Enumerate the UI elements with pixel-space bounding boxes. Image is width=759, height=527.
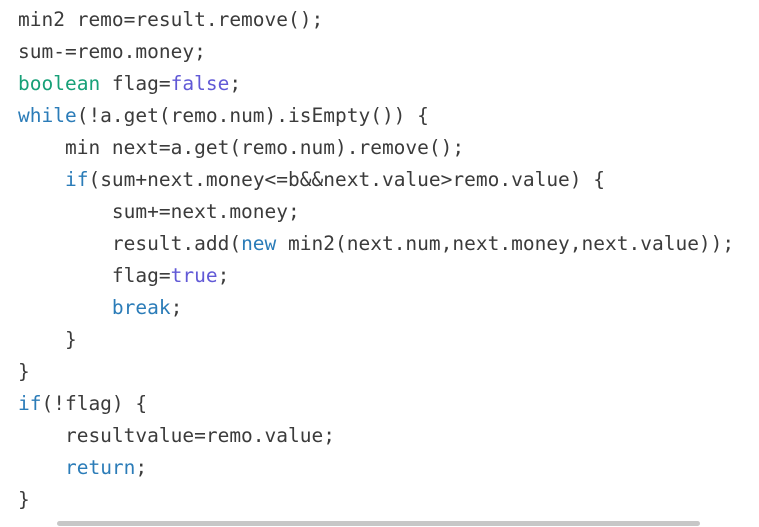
code-line: if(sum+next.money<=b&&next.value>remo.va… <box>18 164 759 196</box>
horizontal-scrollbar-thumb[interactable] <box>57 521 700 526</box>
code-token-keyword: return <box>64 456 136 479</box>
code-token-plain: } <box>18 360 30 383</box>
code-token-plain: ; <box>229 72 242 95</box>
code-token-type: boolean <box>18 72 101 95</box>
code-line: return; <box>18 452 759 484</box>
code-token-plain: resultvalue=remo.value; <box>18 424 335 447</box>
code-token-plain: (!a.get(remo.num).isEmpty()) { <box>76 104 429 127</box>
code-line: } <box>18 356 759 388</box>
code-token-plain: } <box>18 328 77 351</box>
code-token-plain: sum-=remo.money; <box>18 40 206 63</box>
code-token-keyword: break <box>111 296 171 319</box>
code-line: boolean flag=false; <box>18 68 759 100</box>
code-token-plain <box>18 168 65 191</box>
code-token-plain: min2(next.num,next.money,next.value)); <box>276 232 735 255</box>
code-token-literal: true <box>170 264 218 287</box>
code-token-keyword: while <box>18 104 77 127</box>
code-token-plain: sum+=next.money; <box>18 200 300 223</box>
code-token-plain <box>18 296 112 319</box>
code-line: result.add(new min2(next.num,next.money,… <box>18 228 759 260</box>
code-token-plain: ; <box>170 296 183 319</box>
code-line: while(!a.get(remo.num).isEmpty()) { <box>18 100 759 132</box>
code-line: break; <box>18 292 759 324</box>
code-line: resultvalue=remo.value; <box>18 420 759 452</box>
code-line: sum+=next.money; <box>18 196 759 228</box>
code-token-literal: false <box>170 72 230 95</box>
code-line: sum-=remo.money; <box>18 36 759 68</box>
code-token-plain: (!flag) { <box>41 392 148 415</box>
code-token-plain: min next=a.get(remo.num).remove(); <box>18 136 465 159</box>
code-token-plain: (sum+next.money<=b&&next.value>remo.valu… <box>88 168 606 191</box>
code-line: } <box>18 324 759 356</box>
code-line: min2 remo=result.remove(); <box>18 4 759 36</box>
code-token-keyword: if <box>64 168 89 191</box>
code-token-plain: min2 remo=result.remove(); <box>18 8 324 31</box>
code-line: min next=a.get(remo.num).remove(); <box>18 132 759 164</box>
code-line: } <box>18 484 759 516</box>
code-block: min2 remo=result.remove(); sum-=remo.mone… <box>18 4 759 516</box>
code-token-plain: flag= <box>100 72 171 95</box>
code-token-plain: ; <box>217 264 230 287</box>
code-token-plain: } <box>18 488 30 511</box>
code-line: flag=true; <box>18 260 759 292</box>
code-token-plain: ; <box>135 456 148 479</box>
code-token-keyword: if <box>18 392 42 415</box>
code-token-keyword: new <box>241 232 277 255</box>
code-token-plain <box>18 456 65 479</box>
code-token-plain: flag= <box>18 264 171 287</box>
code-token-plain: result.add( <box>18 232 242 255</box>
code-line: if(!flag) { <box>18 388 759 420</box>
